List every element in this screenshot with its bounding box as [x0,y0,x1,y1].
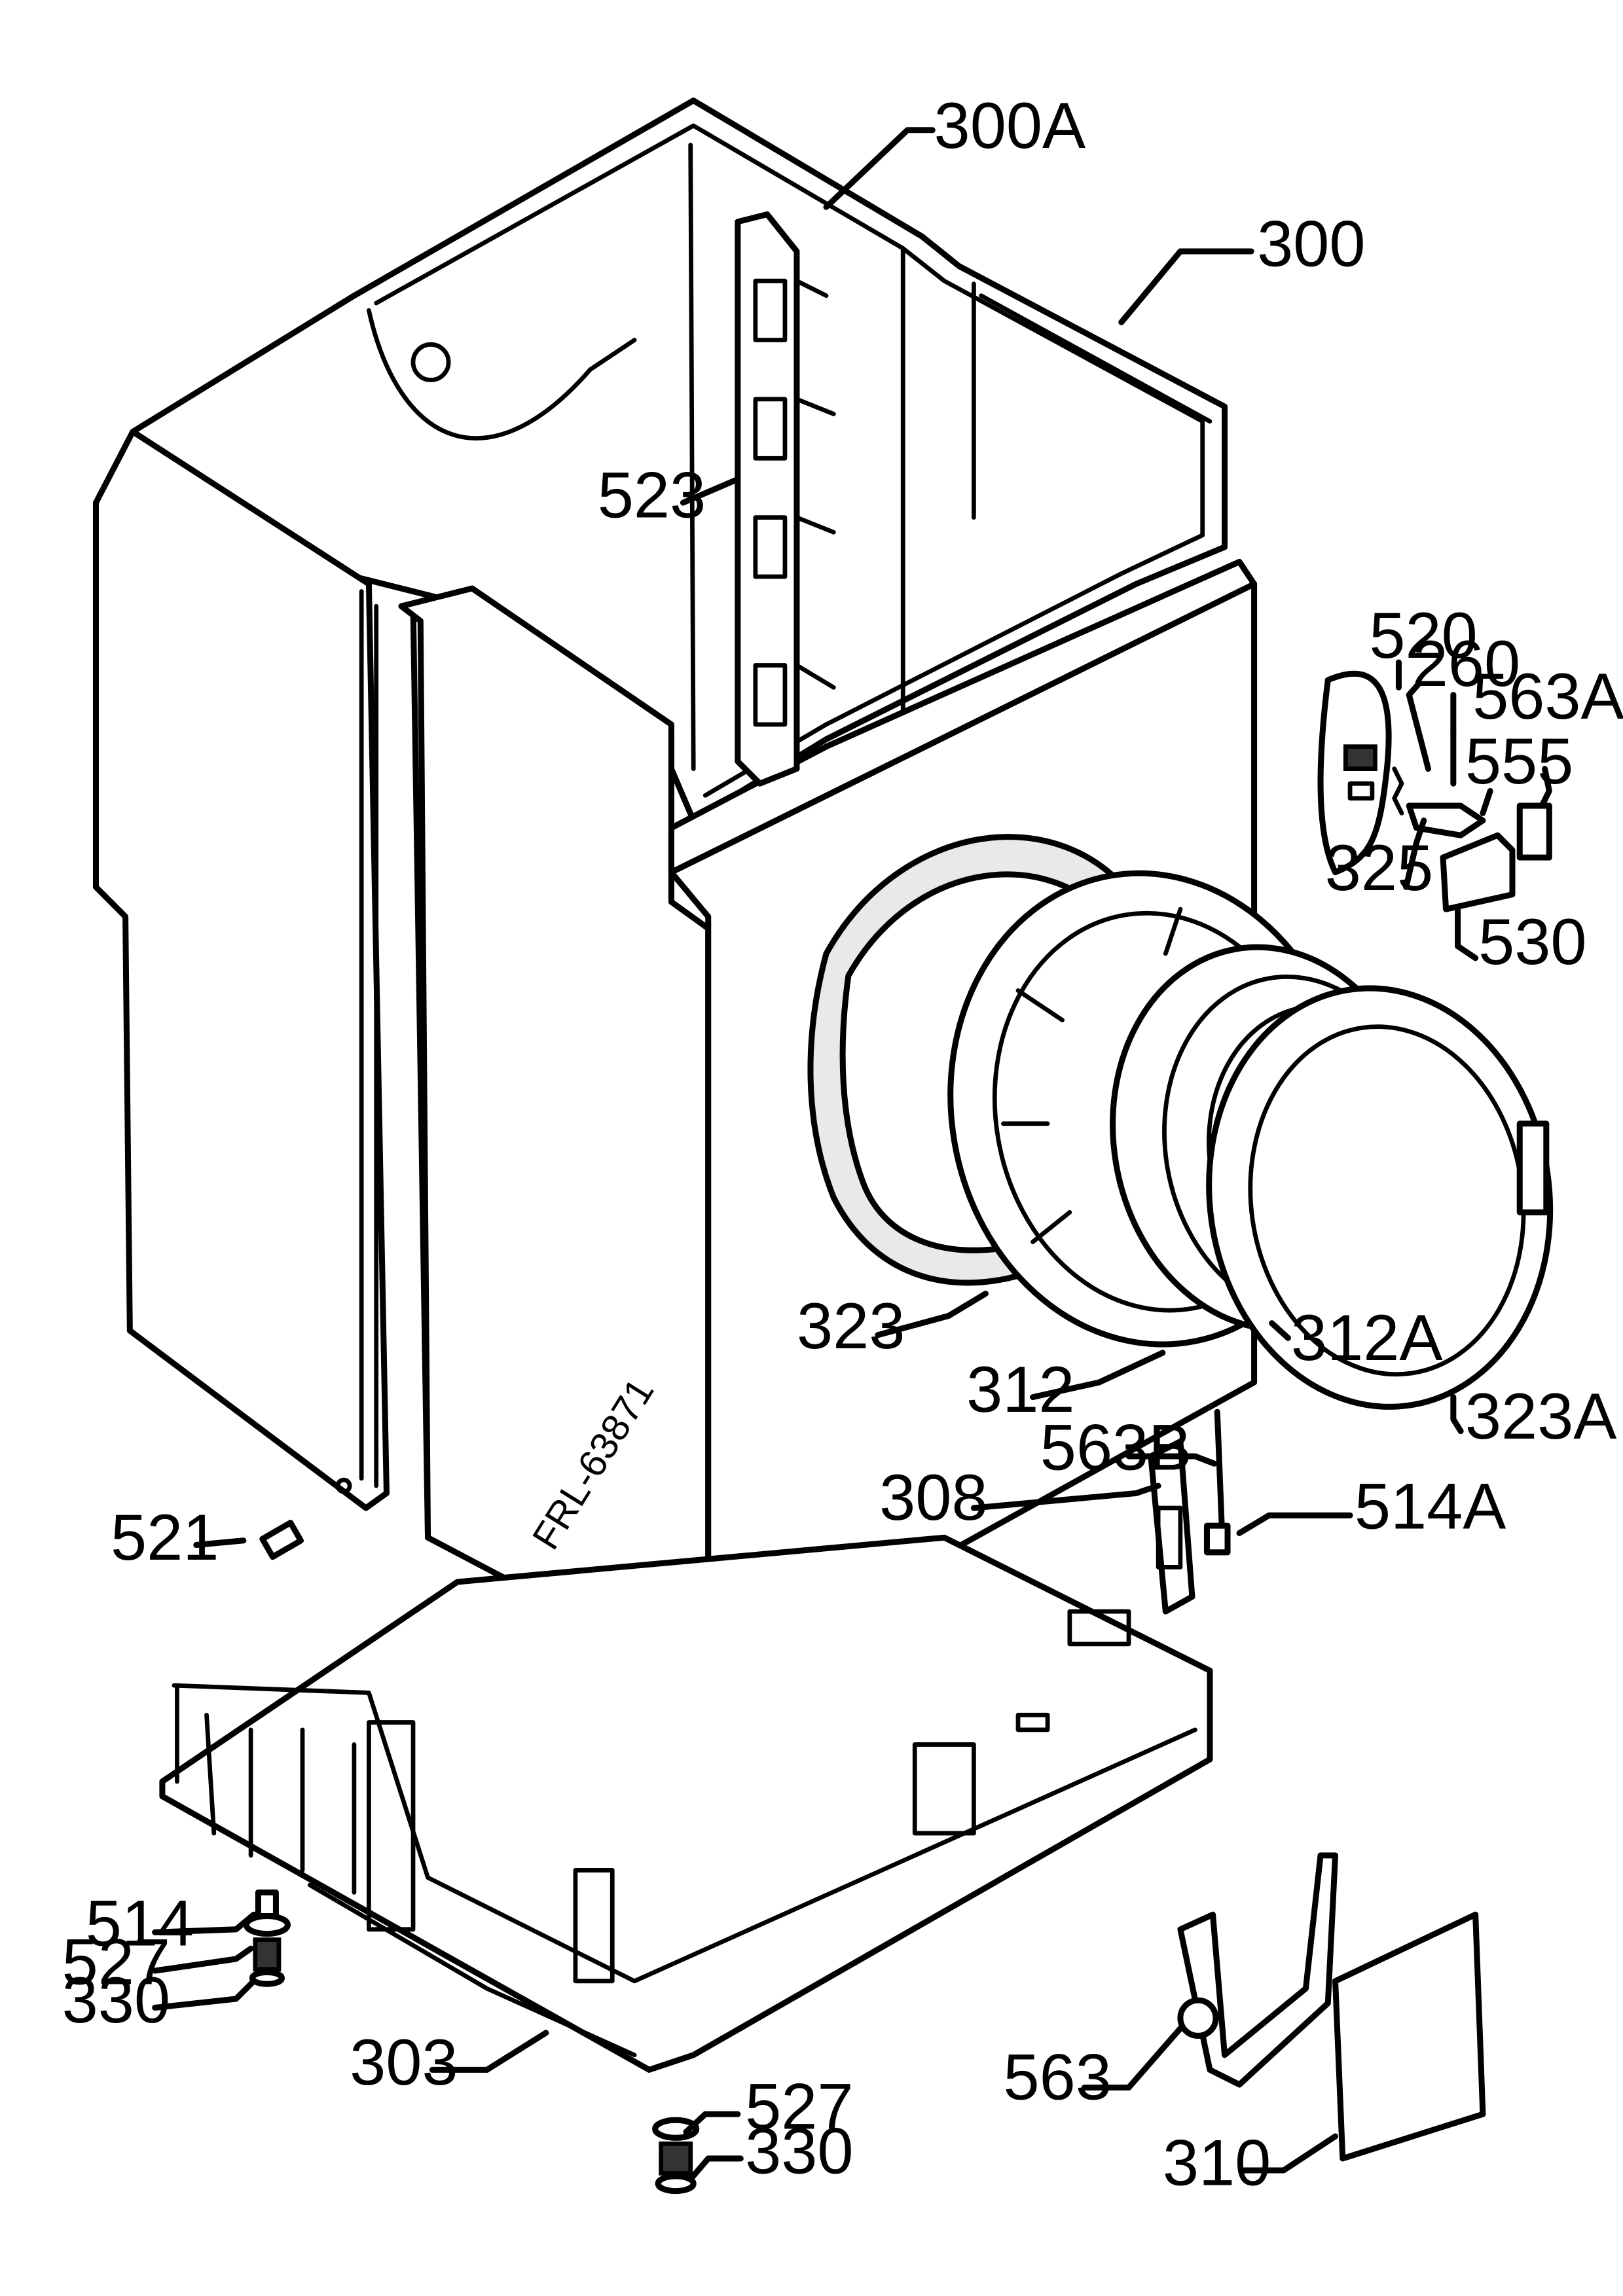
callout-563: 563 [1003,2041,1111,2113]
callout-555: 555 [1465,725,1573,798]
callout-300: 300 [1257,207,1365,280]
callout-310: 310 [1163,2126,1271,2199]
cabinet-back-arch [367,308,637,440]
part-521-screw [259,1519,304,1560]
part-563-flap-frame [1177,1852,1339,2088]
callout-312a: 312A [1291,1302,1443,1374]
callout-325: 325 [1325,832,1433,905]
callout-530: 530 [1478,906,1586,978]
part-308-hinge [1148,1438,1195,1615]
part-310-service-flap [1332,1911,1486,2162]
callout-323: 323 [797,1290,905,1363]
part-563b-pin [1214,1408,1225,1526]
part-260-spring [1392,766,1404,816]
cabinet-rear-panel [688,142,1213,801]
callout-300a: 300A [934,90,1086,162]
part-520-handle [1317,670,1392,876]
callout-330-left: 330 [62,1964,170,2037]
part-323a-door [1206,985,1554,1410]
callout-520: 520 [1369,600,1477,672]
callout-303: 303 [350,2026,458,2099]
part-325-lever [1406,802,1486,838]
part-555-clip [1516,802,1552,861]
callout-527-bottom: 527 [745,2071,853,2144]
part-514a-screw [1203,1522,1231,1556]
callout-527-left: 527 [62,1926,170,1998]
cabinet-top-lip [668,558,1258,876]
cabinet-left-panel-edge [359,589,379,1488]
cabinet-rear-inner [374,123,1205,798]
callout-514a: 514A [1355,1471,1506,1543]
callout-563b: 563B [1040,1411,1192,1484]
callout-330-bottom: 330 [745,2115,853,2187]
callout-312: 312 [966,1354,1074,1426]
callout-260: 260 [1412,628,1520,700]
callout-labels: 300A 300 523 520 260 563A 555 325 530 32… [62,90,1623,2200]
cabinet-left-panel-screw [335,1477,352,1494]
feet-bottom-group [652,2117,700,2195]
callout-308: 308 [879,1462,987,1534]
part-530-catch [1440,832,1516,912]
callout-563a: 563A [1472,660,1623,733]
callout-323a: 323A [1465,1380,1617,1453]
cabinet-left-panel [92,429,390,1511]
part-523-bracket [735,211,836,787]
part-303-base [159,1534,1213,2073]
callout-521: 521 [111,1501,219,1574]
feet-left-group [243,1889,291,1987]
cabinet-back-hole [410,342,451,382]
callout-514: 514 [86,1888,194,1960]
leader-lines [152,127,1552,2183]
callout-523: 523 [598,459,706,531]
